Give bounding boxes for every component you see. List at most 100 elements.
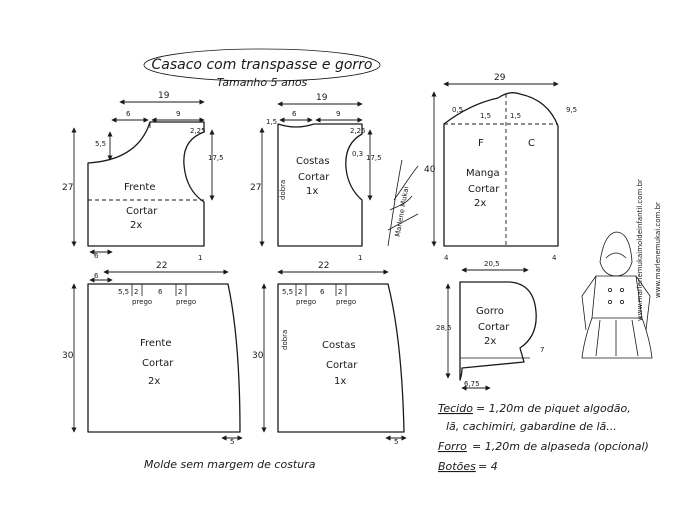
frente-top-neck-drop: 5,5 <box>95 140 106 148</box>
frente-top-height: 27 <box>62 183 73 193</box>
manga-label: Manga <box>466 168 500 179</box>
botoes-label: Botões <box>438 460 476 473</box>
tecido-text: = 1,20m de piquet algodão, <box>476 402 631 415</box>
frente-bottom-hem: 5 <box>230 438 234 446</box>
frente-top-instruction: Cortar <box>126 206 158 217</box>
manga-right-drop: 9,5 <box>566 106 577 114</box>
costas-top-armhole: 0,3 <box>352 150 363 158</box>
website-1: www.marlenemukaimoldeinfantil.com.br <box>636 179 644 321</box>
button-icon <box>608 287 613 292</box>
gorro-width: 20,5 <box>484 260 500 268</box>
costas-bottom-p3: 6 <box>320 288 325 296</box>
coat-pleats <box>595 319 639 357</box>
piece-costas-bottom: 22 5,5 2 6 2 prego prego 30 dobra 5 Cost… <box>252 261 407 446</box>
gorro-instruction: Cortar <box>478 322 510 333</box>
gorro-bottom: 6,75 <box>464 380 480 388</box>
costas-bottom-label: Costas <box>322 340 356 351</box>
frente-bottom-p4: 2 <box>178 288 182 296</box>
manga-front: F <box>478 138 484 149</box>
manga-left-cap: 0,5 <box>452 106 463 114</box>
manga-center-cap: 1,5 <box>510 112 521 120</box>
frente-top-neck: 6 <box>126 110 131 118</box>
button-icon <box>608 299 613 304</box>
manga-wrist-left: 4 <box>444 254 449 262</box>
costas-top-height: 27 <box>250 183 261 193</box>
frente-top-bottom: 6 <box>94 252 99 260</box>
frente-top-label: Frente <box>124 182 155 193</box>
website-2: www.marlenemukai.com.br <box>654 202 662 298</box>
tecido-label: Tecido <box>438 402 473 415</box>
frente-bottom-count: 2x <box>148 376 160 387</box>
costas-bottom-p1: 5,5 <box>282 288 293 296</box>
costas-top-arm-top: 2,25 <box>350 127 366 135</box>
costas-bottom-outline <box>277 283 405 433</box>
manga-width: 29 <box>494 73 506 83</box>
gorro-label: Gorro <box>476 306 504 317</box>
signature-mark <box>387 159 419 247</box>
forro-text: = 1,20m de alpaseda (opcional) <box>472 440 649 453</box>
costas-bottom-prego1: prego <box>296 298 316 306</box>
coat-body <box>581 275 653 359</box>
footer-note: Molde sem margem de costura <box>144 458 316 471</box>
costas-top-arm-depth: 17,5 <box>366 154 382 162</box>
forro-label: Forro <box>438 440 467 453</box>
frente-bottom-prego1: prego <box>132 298 152 306</box>
frente-bottom-label: Frente <box>140 338 171 349</box>
manga-instruction: Cortar <box>468 184 500 195</box>
gorro-side: 7 <box>540 346 544 354</box>
costas-bottom-prego2: prego <box>336 298 356 306</box>
manga-height: 40 <box>424 165 436 175</box>
costas-top-count: 1x <box>306 186 318 197</box>
frente-bottom-width: 22 <box>156 261 167 271</box>
piece-frente-top: 19 6 9 27 5,5 2,25 17,5 6 1 Frente Corta… <box>62 91 224 262</box>
costas-bottom-instruction: Cortar <box>326 360 358 371</box>
costas-bottom-count: 1x <box>334 376 346 387</box>
manga-back: C <box>528 138 535 149</box>
piece-gorro: 20,5 28,5 6,75 7 Gorro Cortar 2x <box>436 260 544 391</box>
frente-bottom-prego2: prego <box>176 298 196 306</box>
face-line <box>605 252 627 259</box>
costas-top-width: 19 <box>316 93 328 103</box>
title: Casaco com transpasse e gorro <box>152 57 373 73</box>
tecido-text2: lã, cachimiri, gabardine de lã... <box>446 420 617 433</box>
costas-top-label: Costas <box>296 156 330 167</box>
piece-manga: 29 0,5 1,5 1,5 9,5 40 4 4 F C Manga Cort… <box>424 73 577 262</box>
frente-top-shoulder: 9 <box>176 110 180 118</box>
subtitle: Tamanho 5 anos <box>217 76 308 89</box>
botoes-text: = 4 <box>478 460 498 473</box>
costas-top-fold: dobra <box>279 180 287 200</box>
costas-top-side: 1 <box>358 254 362 262</box>
gorro-outline <box>459 281 537 381</box>
gorro-count: 2x <box>484 336 496 347</box>
manga-count: 2x <box>474 198 486 209</box>
manga-wrist-right: 4 <box>552 254 557 262</box>
frente-bottom-p2: 2 <box>134 288 138 296</box>
button-icon <box>620 287 625 292</box>
gorro-height: 28,5 <box>436 324 452 332</box>
button-icon <box>620 299 625 304</box>
frente-bottom-p1: 5,5 <box>118 288 129 296</box>
frente-bottom-p3: 6 <box>158 288 163 296</box>
frente-top-side: 1 <box>198 254 202 262</box>
frente-top-outline <box>87 121 205 247</box>
manga-front-cap: 1,5 <box>480 112 491 120</box>
costas-bottom-height: 30 <box>252 351 264 361</box>
title-oval <box>143 48 381 82</box>
frente-bottom-outline <box>87 283 241 433</box>
costas-bottom-fold: dobra <box>281 330 289 350</box>
frente-top-width: 19 <box>158 91 170 101</box>
costas-bottom-hem: 5 <box>394 438 398 446</box>
hood-shape <box>599 231 633 277</box>
piece-costas-top: 19 6 9 1,5 2,25 0,3 17,5 27 dobra 1 Cost… <box>250 93 382 262</box>
frente-top-count: 2x <box>130 220 142 231</box>
manga-outline <box>443 92 559 247</box>
frente-bottom-height: 30 <box>62 351 74 361</box>
frente-top-arm-depth: 17,5 <box>208 154 224 162</box>
costas-bottom-p2: 2 <box>298 288 302 296</box>
coat-illustration <box>581 231 653 359</box>
coat-sleeves <box>581 275 651 331</box>
costas-top-neck: 6 <box>292 110 297 118</box>
costas-bottom-p4: 2 <box>338 288 342 296</box>
